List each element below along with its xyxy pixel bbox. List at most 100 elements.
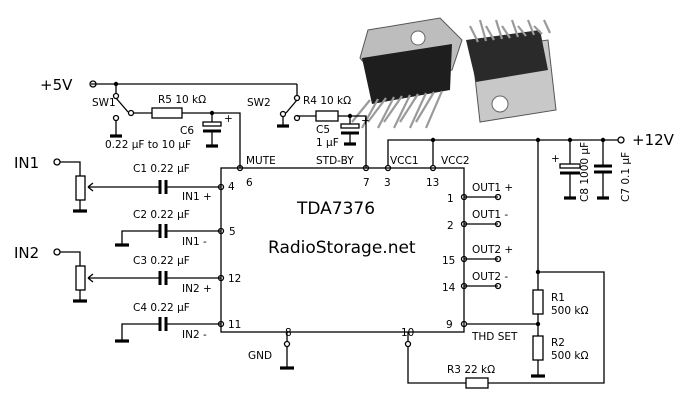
pin-9-num: 9 (446, 319, 453, 331)
resistor-r5 (151, 107, 183, 119)
c5-name: C5 (316, 124, 330, 136)
switch-sw2 (277, 94, 301, 128)
pin-3 (384, 164, 392, 172)
r2-name: R2 (551, 337, 565, 349)
chip-body (220, 167, 465, 333)
capacitor-c8 (559, 140, 581, 200)
pin-mute-label: MUTE (246, 155, 276, 167)
chip-name: TDA7376 (296, 199, 375, 219)
c6-plus: + (224, 113, 233, 125)
pin-1 (460, 193, 468, 201)
wire-r4-stdby (338, 115, 367, 168)
potentiometer-in2 (75, 265, 86, 291)
pin-in1plus-label: IN1 + (182, 191, 212, 203)
potentiometer-in1 (75, 175, 86, 201)
terminal-out2-plus (494, 255, 502, 263)
in2-label: IN2 (14, 244, 39, 262)
capacitor-c7 (594, 140, 612, 200)
pin-in2minus-label: IN2 - (182, 329, 207, 341)
resistor-r3 (465, 377, 489, 389)
wiper-in1 (87, 182, 94, 192)
r1-name: R1 (551, 292, 565, 304)
c1-label: C1 0.22 μF (133, 163, 190, 175)
pin-8 (283, 340, 291, 348)
c5-value: 1 μF (316, 137, 339, 149)
capacitor-c6 (202, 113, 222, 148)
ic-package-photo (351, 17, 557, 129)
node-vcc2 (430, 137, 436, 143)
output-pin-stubs (464, 196, 498, 287)
pin-11 (217, 320, 225, 328)
pin-14 (460, 282, 468, 290)
supply-5v-label: +5V (40, 76, 73, 94)
pin-out1plus-label: OUT1 + (472, 182, 513, 194)
r1-value: 500 kΩ (551, 305, 588, 317)
pin-15 (460, 255, 468, 263)
pin-2-num: 2 (447, 220, 454, 232)
c4-label: C4 0.22 μF (133, 302, 190, 314)
in1-label: IN1 (14, 154, 39, 172)
pin-out1minus-label: OUT1 - (472, 209, 508, 221)
wire-loop-right (488, 271, 605, 384)
pin-out2minus-label: OUT2 - (472, 271, 508, 283)
pin-12 (217, 274, 225, 282)
pin-6-num: 6 (246, 177, 253, 189)
pin-2 (460, 220, 468, 228)
pin-11-num: 11 (228, 319, 241, 331)
pin-3-num: 3 (384, 177, 391, 189)
pin-5 (217, 227, 225, 235)
pin-gnd-label: GND (248, 350, 272, 362)
c7-label: C7 0.1 μF (620, 152, 632, 202)
wire-c4-gnd (121, 323, 160, 341)
r3-label: R3 22 kΩ (447, 364, 495, 376)
switch-sw1 (110, 84, 135, 138)
c5-plus: + (361, 115, 370, 127)
wiper-in2 (87, 273, 94, 283)
wire-r3-pin10 (407, 347, 466, 384)
c3-label: C3 0.22 μF (133, 255, 190, 267)
pin-14-num: 14 (442, 282, 456, 294)
pin-4-num: 4 (228, 181, 235, 193)
pin-8-num: 8 (285, 327, 292, 339)
pin-13 (429, 164, 437, 172)
wire-in1 (60, 161, 81, 176)
sw1-label: SW1 (92, 97, 116, 109)
pin-vcc2-label: VCC2 (441, 155, 470, 167)
pin-1-num: 1 (447, 193, 454, 205)
wire-in2 (60, 251, 81, 266)
watermark: RadioStorage.net (268, 238, 416, 258)
terminal-12v (617, 136, 625, 144)
pin-7 (362, 164, 370, 172)
resistor-r2 (532, 335, 544, 361)
pin-vcc1-label: VCC1 (390, 155, 419, 167)
pin-in2plus-label: IN2 + (182, 283, 212, 295)
r4-label: R4 10 kΩ (303, 95, 351, 107)
c8-label: C8 1000 μF (579, 142, 591, 202)
pin-thdset-label: THD SET (471, 331, 518, 343)
capacitor-c5 (340, 116, 360, 146)
pin-15-num: 15 (442, 255, 455, 267)
resistor-r1 (532, 289, 544, 315)
supply-12v-label: +12V (632, 131, 675, 149)
resistor-r4 (315, 110, 339, 122)
pin-in1minus-label: IN1 - (182, 236, 207, 248)
r5-label: R5 10 kΩ (158, 94, 206, 106)
pin-6 (236, 164, 244, 172)
wire-c2-gnd (121, 230, 160, 245)
c6-value: 0.22 μF to 10 μF (105, 139, 191, 151)
c8-plus: + (551, 153, 560, 165)
wire-r5-mute (182, 112, 241, 168)
wire-12v-rail (387, 139, 618, 165)
terminal-out1-plus (494, 193, 502, 201)
pin-13-num: 13 (426, 177, 439, 189)
wire-5v-rail (91, 83, 298, 96)
pin-10-num: 10 (401, 327, 414, 339)
r2-value: 500 kΩ (551, 350, 588, 362)
terminal-5v (89, 80, 97, 88)
pin-12-num: 12 (228, 273, 241, 285)
terminal-in1 (53, 158, 61, 166)
pin-7-num: 7 (363, 177, 370, 189)
pin-out2plus-label: OUT2 + (472, 244, 513, 256)
